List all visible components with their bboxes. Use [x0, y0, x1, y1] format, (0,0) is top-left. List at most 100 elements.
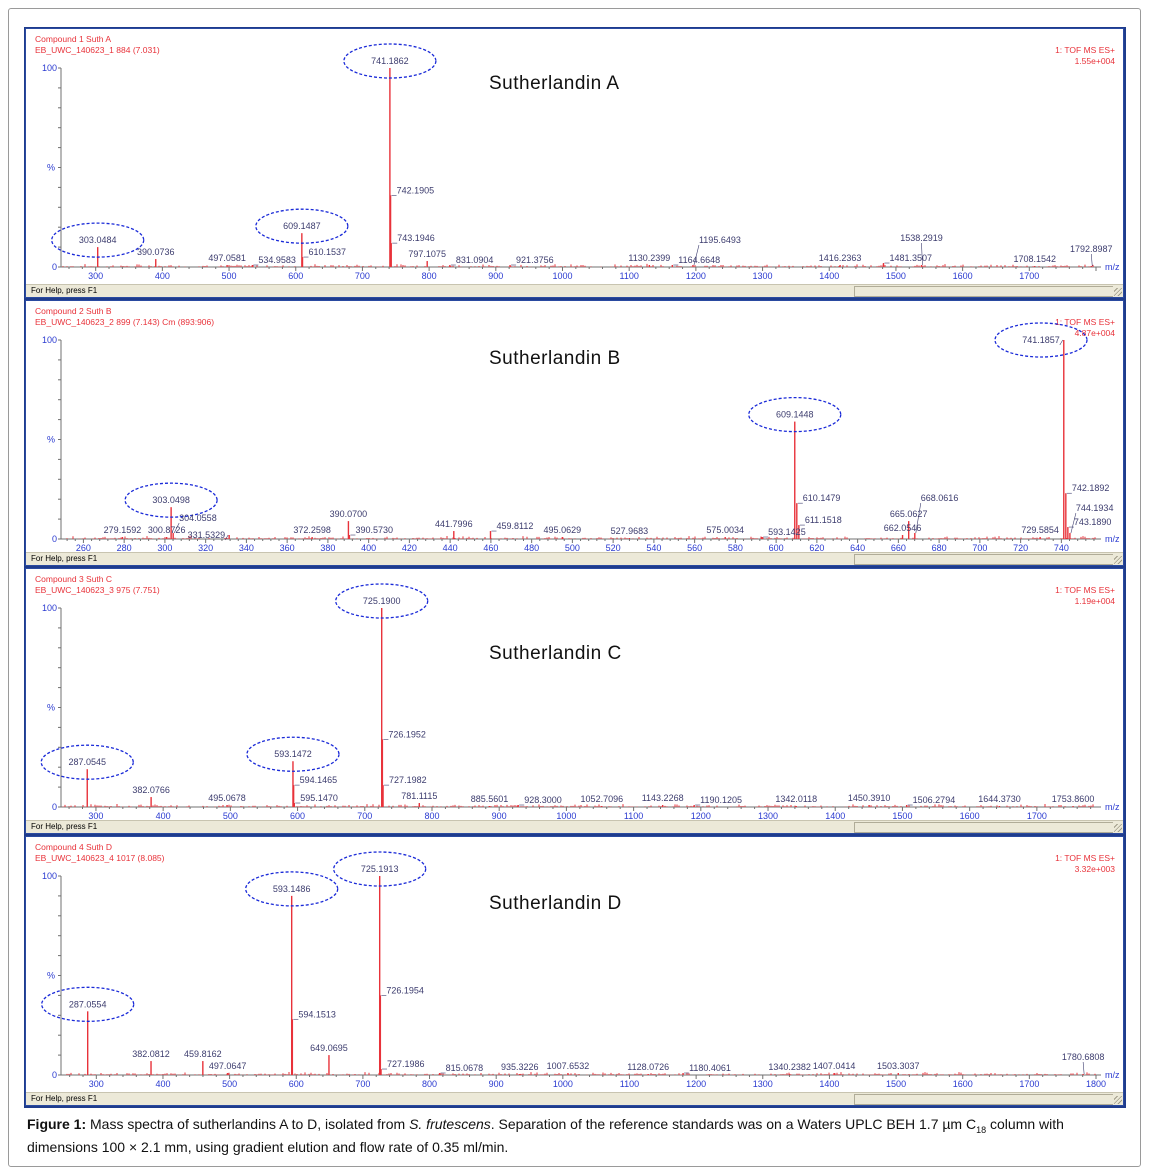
- status-pane: [854, 1094, 1113, 1105]
- peak-label: 727.1982: [389, 775, 427, 785]
- x-tick-label: 300: [89, 1079, 104, 1089]
- x-tick-label: 600: [288, 271, 303, 281]
- resize-grip-icon[interactable]: [1114, 824, 1122, 832]
- y-tick-label: 0: [52, 1070, 57, 1080]
- x-tick-label: 1000: [553, 1079, 573, 1089]
- status-pane: [854, 554, 1113, 565]
- spectrum-chart: Compound 4 Suth DEB_UWC_140623_4 1017 (8…: [35, 842, 1120, 1089]
- peak-label: 594.1465: [300, 775, 338, 785]
- x-tick-label: 500: [565, 543, 580, 553]
- peak-label: 459.8112: [497, 521, 534, 531]
- x-tick-label: 1600: [960, 811, 980, 821]
- x-tick-label: 620: [809, 543, 824, 553]
- label-leader: [224, 534, 229, 541]
- header-compound: Compound 1 Suth A: [35, 34, 111, 44]
- peak-label: 609.1448: [776, 410, 814, 420]
- label-leader: [1059, 339, 1064, 346]
- x-tick-label: 1500: [886, 1079, 906, 1089]
- status-bar: For Help, press F1: [26, 1092, 1123, 1105]
- peak-label: 885.5601: [471, 794, 509, 804]
- x-tick-label: 280: [117, 543, 132, 553]
- compound-title: Sutherlandin A: [489, 73, 620, 94]
- x-tick-label: 800: [424, 811, 439, 821]
- resize-grip-icon[interactable]: [1114, 1096, 1122, 1104]
- status-bar: For Help, press F1: [26, 820, 1123, 833]
- header-mode: 1: TOF MS ES+: [1055, 317, 1115, 327]
- x-tick-label: 1700: [1019, 1079, 1039, 1089]
- peak-label: 304.0558: [179, 513, 217, 523]
- peak-label: 1164.6648: [678, 255, 720, 265]
- resize-grip-icon[interactable]: [1114, 556, 1122, 564]
- y-axis-label: %: [47, 435, 55, 445]
- x-tick-label: 1300: [753, 271, 773, 281]
- y-tick-label: 100: [42, 871, 57, 881]
- x-tick-label: 720: [1013, 543, 1028, 553]
- peak-label: 797.1075: [408, 249, 446, 259]
- x-tick-label: 800: [422, 1079, 437, 1089]
- label-leader: [1082, 1061, 1085, 1075]
- highlight-ellipse: [343, 43, 437, 79]
- peak-label: 300.8726: [148, 525, 186, 535]
- status-bar: For Help, press F1: [26, 284, 1123, 297]
- peak-label: 1007.6532: [547, 1061, 590, 1071]
- peak-label: 1407.0414: [813, 1061, 856, 1071]
- x-tick-label: 660: [891, 543, 906, 553]
- peak-label: 610.1479: [803, 493, 841, 503]
- x-tick-label: 300: [88, 271, 103, 281]
- peak-label: 743.1946: [397, 233, 435, 243]
- x-tick-label: 740: [1054, 543, 1069, 553]
- status-text: For Help, press F1: [31, 554, 98, 563]
- peak-label: 742.1905: [397, 185, 435, 195]
- peak-label: 743.1890: [1074, 517, 1112, 527]
- x-tick-label: 380: [320, 543, 335, 553]
- peak-label: 665.0627: [890, 509, 928, 519]
- highlight-ellipse: [41, 986, 135, 1022]
- y-tick-label: 0: [52, 534, 57, 544]
- label-leader: [693, 244, 700, 266]
- x-tick-label: 460: [483, 543, 498, 553]
- peak-label: 495.0678: [208, 793, 246, 803]
- x-tick-label: 1200: [686, 1079, 706, 1089]
- peak-label: 593.1472: [274, 749, 312, 759]
- caption-text-3: column with dimensions 100 × 2.1 mm, usi…: [27, 1116, 1064, 1155]
- x-tick-label: 1400: [825, 811, 845, 821]
- x-tick-label: 900: [488, 271, 503, 281]
- peak-label: 382.0812: [132, 1049, 170, 1059]
- peak-label: 1190.1205: [700, 795, 742, 805]
- x-tick-label: 500: [222, 1079, 237, 1089]
- x-tick-label: 500: [222, 271, 237, 281]
- x-tick-label: 900: [489, 1079, 504, 1089]
- x-tick-label: 500: [223, 811, 238, 821]
- peak-label: 1503.3037: [877, 1061, 920, 1071]
- peak-label: 725.1913: [361, 864, 399, 874]
- status-text: For Help, press F1: [31, 822, 98, 831]
- y-tick-label: 0: [52, 802, 57, 812]
- x-tick-label: 260: [76, 543, 91, 553]
- peak-label: 595.1470: [300, 793, 338, 803]
- x-tick-label: 1100: [620, 271, 639, 281]
- header-compound: Compound 3 Suth C: [35, 574, 112, 584]
- peak-label: 1538.2919: [900, 233, 943, 243]
- header-file: EB_UWC_140623_3 975 (7.751): [35, 585, 160, 595]
- caption-species: S. frutescens: [409, 1116, 491, 1132]
- peak-label: 390.0700: [330, 509, 368, 519]
- caption-text-1: Mass spectra of sutherlandins A to D, is…: [86, 1116, 410, 1132]
- header-intensity: 1.55e+004: [1075, 56, 1116, 66]
- peak-label: 527.9683: [611, 526, 649, 536]
- status-bar: For Help, press F1: [26, 552, 1123, 565]
- highlight-ellipse: [994, 322, 1088, 358]
- x-tick-label: 1300: [753, 1079, 773, 1089]
- peak-label: 815.0678: [446, 1063, 484, 1073]
- resize-grip-icon[interactable]: [1114, 288, 1122, 296]
- peak-label: 1143.2268: [642, 793, 684, 803]
- label-leader: [915, 502, 922, 534]
- status-pane: [854, 286, 1113, 297]
- x-tick-label: 900: [492, 811, 507, 821]
- peak-label: 921.3756: [516, 255, 554, 265]
- peak-label: 331.5329: [188, 530, 226, 540]
- x-tick-label: 400: [361, 543, 376, 553]
- x-axis-label: m/z: [1105, 802, 1120, 812]
- header-file: EB_UWC_140623_2 899 (7.143) Cm (893:906): [35, 317, 214, 327]
- x-tick-label: 640: [850, 543, 865, 553]
